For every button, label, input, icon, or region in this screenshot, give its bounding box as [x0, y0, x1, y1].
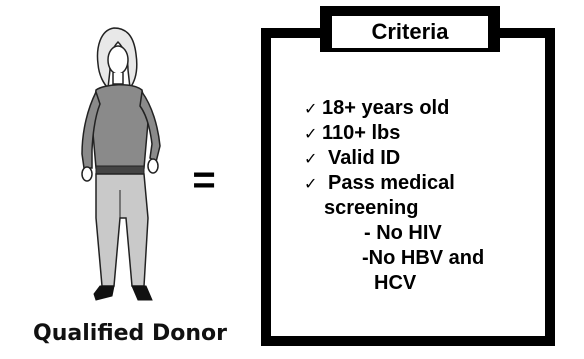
woman-figure-icon: [52, 18, 202, 318]
qualified-donor-label: Qualified Donor: [14, 321, 246, 346]
criteria-item-text: -No HBV and: [362, 246, 484, 271]
criteria-item: HCV: [304, 271, 544, 296]
criteria-item-text: HCV: [374, 271, 416, 296]
criteria-item: ✓ 18+ years old: [304, 96, 544, 121]
checkmark-icon: ✓: [304, 96, 317, 121]
criteria-title: Criteria: [332, 16, 488, 48]
criteria-list: ✓ 18+ years old ✓ 110+ lbs ✓ Valid ID ✓ …: [304, 96, 544, 296]
criteria-item: screening: [304, 196, 544, 221]
criteria-item-text: Pass medical: [328, 171, 455, 196]
criteria-item: ✓ Valid ID: [304, 146, 544, 171]
criteria-item-text: screening: [324, 196, 418, 221]
criteria-item: - No HIV: [304, 221, 544, 246]
criteria-item-text: 110+ lbs: [322, 121, 400, 146]
criteria-item-text: 18+ years old: [322, 96, 449, 121]
checkmark-icon: ✓: [304, 146, 317, 171]
criteria-item: ✓ 110+ lbs: [304, 121, 544, 146]
criteria-item-text: - No HIV: [364, 221, 442, 246]
equals-sign: =: [184, 160, 224, 200]
checkmark-icon: ✓: [304, 171, 317, 196]
criteria-item: ✓ Pass medical: [304, 171, 544, 196]
criteria-item-text: Valid ID: [328, 146, 400, 171]
checkmark-icon: ✓: [304, 121, 317, 146]
criteria-item: -No HBV and: [304, 246, 544, 271]
